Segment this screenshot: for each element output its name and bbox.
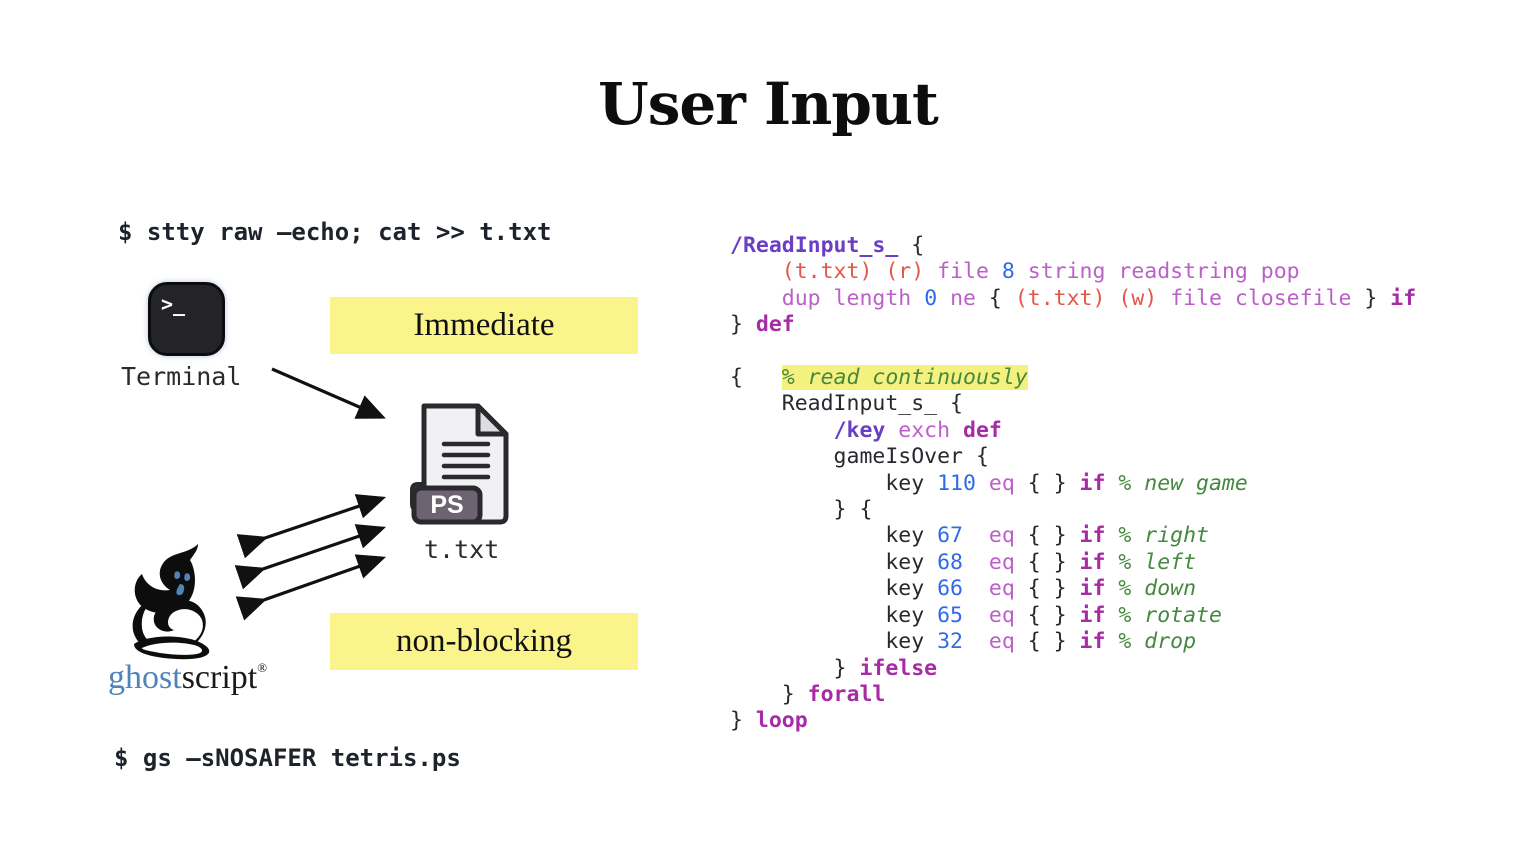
code-line: { % read continuously bbox=[730, 365, 1028, 391]
file-label: t.txt bbox=[424, 535, 500, 564]
ghost-mouth bbox=[176, 584, 185, 596]
code-line: ReadInput_s_ { bbox=[730, 391, 963, 417]
ps-file-icon: PS bbox=[410, 403, 509, 525]
arrow-gs-file-3 bbox=[235, 554, 387, 621]
page-title: User Input bbox=[598, 70, 939, 138]
immediate-label-box: Immediate bbox=[330, 297, 638, 354]
shell-command-gs: $ gs —sNOSAFER tetris.ps bbox=[114, 744, 461, 772]
code-line: } forall bbox=[730, 681, 886, 707]
shell-command-stty: $ stty raw —echo; cat >> t.txt bbox=[118, 218, 552, 246]
immediate-label: Immediate bbox=[413, 307, 555, 343]
ghostscript-word-blue: ghost bbox=[108, 659, 182, 696]
code-line: } loop bbox=[730, 708, 808, 734]
code-line: } ifelse bbox=[730, 655, 938, 681]
ghost-eye-right bbox=[184, 573, 191, 581]
ghostscript-word-dark: script bbox=[181, 659, 258, 696]
code-line: key 67 eq { } if % right bbox=[730, 523, 1209, 549]
code-line: /key exch def bbox=[833, 417, 1002, 443]
diagram-arrows bbox=[234, 367, 387, 621]
arrow-terminal-to-file bbox=[271, 367, 386, 419]
code-line: } def bbox=[730, 312, 795, 338]
code-line: key 66 eq { } if % down bbox=[730, 576, 1197, 602]
terminal-label: Terminal bbox=[121, 362, 242, 391]
code-line: gameIsOver { bbox=[730, 444, 989, 470]
code-line: key 110 eq { } if % new game bbox=[730, 470, 1248, 496]
code-block: /ReadInput_s_ { (t.txt) (r) file 8 strin… bbox=[730, 233, 1416, 735]
terminal-prompt-glyph: >_ bbox=[161, 292, 186, 316]
arrow-gs-file-1 bbox=[236, 494, 387, 559]
ghostscript-wordmark: ghostscript® bbox=[108, 659, 267, 697]
code-line: key 65 eq { } if % rotate bbox=[730, 602, 1222, 628]
code-line: dup length 0 ne { (t.txt) (w) file close… bbox=[781, 285, 1417, 311]
terminal-icon: >_ bbox=[148, 282, 225, 356]
nonblocking-label: non-blocking bbox=[396, 623, 572, 659]
code-line: key 32 eq { } if % drop bbox=[730, 629, 1197, 655]
code-line: /ReadInput_s_ { bbox=[730, 233, 925, 258]
ghost-eye-left bbox=[174, 571, 181, 579]
nonblocking-label-box: non-blocking bbox=[330, 613, 638, 670]
code-line: } { bbox=[730, 497, 873, 523]
code-line bbox=[730, 339, 1416, 365]
ghostscript-logo-icon bbox=[132, 544, 210, 660]
code-line: (t.txt) (r) file 8 string readstring pop bbox=[781, 259, 1300, 285]
ps-badge-text: PS bbox=[430, 491, 463, 519]
registered-mark: ® bbox=[257, 660, 268, 675]
code-line: key 68 eq { } if % left bbox=[730, 549, 1197, 575]
